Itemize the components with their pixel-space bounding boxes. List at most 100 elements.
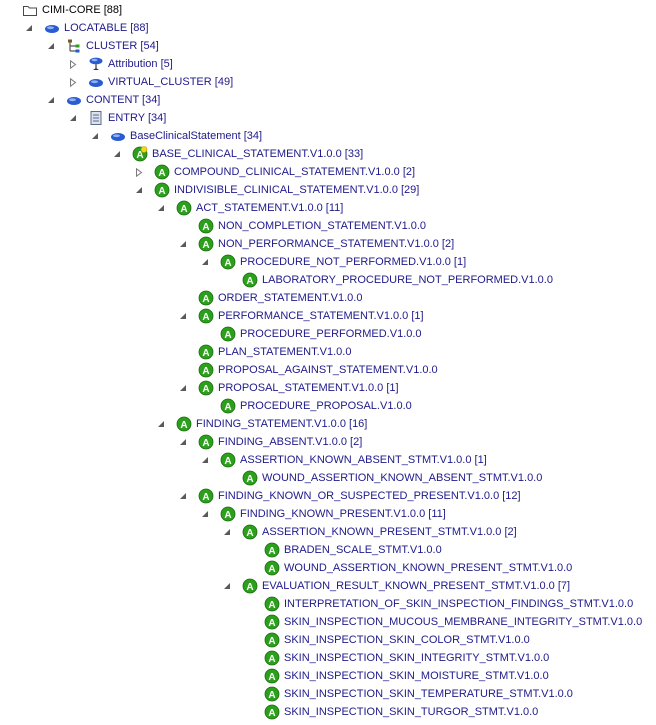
tree-item-label[interactable]: FINDING_STATEMENT.V1.0.0 [16]: [196, 418, 368, 430]
tree-item-label[interactable]: Attribution [5]: [108, 58, 173, 70]
collapse-toggle-icon[interactable]: [178, 379, 188, 397]
tree-item-label[interactable]: INTERPRETATION_OF_SKIN_INSPECTION_FINDIN…: [284, 598, 634, 610]
collapse-toggle-icon[interactable]: [156, 415, 166, 433]
tree-item-label[interactable]: PROCEDURE_PROPOSAL.V1.0.0: [240, 400, 412, 412]
tree-item-label[interactable]: FINDING_KNOWN_PRESENT.V1.0.0 [11]: [240, 508, 446, 520]
tree-item-label[interactable]: SKIN_INSPECTION_SKIN_COLOR_STMT.V1.0.0: [284, 634, 530, 646]
tree-item-label[interactable]: PERFORMANCE_STATEMENT.V1.0.0 [1]: [218, 310, 424, 322]
collapse-toggle-icon[interactable]: [90, 127, 100, 145]
tree-item-label[interactable]: WOUND_ASSERTION_KNOWN_ABSENT_STMT.V1.0.0: [262, 472, 543, 484]
expand-toggle-icon[interactable]: [68, 55, 78, 73]
tree-item-label[interactable]: WOUND_ASSERTION_KNOWN_PRESENT_STMT.V1.0.…: [284, 562, 573, 574]
tree-item-label[interactable]: INDIVISIBLE_CLINICAL_STATEMENT.V1.0.0 [2…: [174, 184, 420, 196]
tree-item-label[interactable]: BRADEN_SCALE_STMT.V1.0.0: [284, 544, 442, 556]
tree-item-label[interactable]: SKIN_INSPECTION_SKIN_TEMPERATURE_STMT.V1…: [284, 688, 573, 700]
tree-item-label[interactable]: BASE_CLINICAL_STATEMENT.V1.0.0 [33]: [152, 148, 364, 160]
tree-item-attribution[interactable]: Attribution [5]: [0, 55, 656, 73]
tree-item-entry[interactable]: ENTRY [34]: [0, 109, 656, 127]
tree-item-label[interactable]: CLUSTER [54]: [86, 40, 159, 52]
collapse-toggle-icon[interactable]: [112, 145, 122, 163]
collapse-toggle-icon[interactable]: [178, 235, 188, 253]
tree-item-label[interactable]: LABORATORY_PROCEDURE_NOT_PERFORMED.V1.0.…: [262, 274, 553, 286]
collapse-toggle-icon[interactable]: [24, 19, 34, 37]
tree-item-content[interactable]: CONTENT [34]: [0, 91, 656, 109]
tree-item-label[interactable]: PLAN_STATEMENT.V1.0.0: [218, 346, 352, 358]
tree-item-label[interactable]: PROPOSAL_AGAINST_STATEMENT.V1.0.0: [218, 364, 438, 376]
tree-item-label[interactable]: NON_COMPLETION_STATEMENT.V1.0.0: [218, 220, 427, 232]
expand-toggle-icon[interactable]: [68, 73, 78, 91]
collapse-toggle-icon[interactable]: [134, 181, 144, 199]
tree-item-label[interactable]: FINDING_KNOWN_OR_SUSPECTED_PRESENT.V1.0.…: [218, 490, 521, 502]
tree-item-label[interactable]: VIRTUAL_CLUSTER [49]: [108, 76, 234, 88]
tree-item-label[interactable]: PROCEDURE_PERFORMED.V1.0.0: [240, 328, 422, 340]
tree-item-label[interactable]: EVALUATION_RESULT_KNOWN_PRESENT_STMT.V1.…: [262, 580, 571, 592]
tree-item-cluster[interactable]: CLUSTER [54]: [0, 37, 656, 55]
collapse-toggle-icon[interactable]: [178, 487, 188, 505]
collapse-toggle-icon[interactable]: [46, 37, 56, 55]
tree-item-virtual-cluster[interactable]: VIRTUAL_CLUSTER [49]: [0, 73, 656, 91]
tree-item-label[interactable]: ASSERTION_KNOWN_ABSENT_STMT.V1.0.0 [1]: [240, 454, 487, 466]
tree-item-label[interactable]: SKIN_INSPECTION_SKIN_TURGOR_STMT.V1.0.0: [284, 706, 539, 718]
collapse-toggle-icon[interactable]: [200, 451, 210, 469]
tree-item-baseclinicalstatement[interactable]: BaseClinicalStatement [34]: [0, 127, 656, 145]
tree-item-label[interactable]: ORDER_STATEMENT.V1.0.0: [218, 292, 363, 304]
tree-item-label[interactable]: BaseClinicalStatement [34]: [130, 130, 263, 142]
tree-item-label[interactable]: PROPOSAL_STATEMENT.V1.0.0 [1]: [218, 382, 399, 394]
tree-item-label[interactable]: NON_PERFORMANCE_STATEMENT.V1.0.0 [2]: [218, 238, 455, 250]
expand-toggle-icon[interactable]: [134, 163, 144, 181]
tree-item-label[interactable]: ASSERTION_KNOWN_PRESENT_STMT.V1.0.0 [2]: [262, 526, 517, 538]
tree-item-label[interactable]: SKIN_INSPECTION_SKIN_INTEGRITY_STMT.V1.0…: [284, 652, 550, 664]
collapse-toggle-icon[interactable]: [68, 109, 78, 127]
collapse-toggle-icon[interactable]: [222, 577, 232, 595]
collapse-toggle-icon[interactable]: [178, 433, 188, 451]
tree-item-label[interactable]: LOCATABLE [88]: [64, 22, 149, 34]
tree-item-label[interactable]: COMPOUND_CLINICAL_STATEMENT.V1.0.0 [2]: [174, 166, 416, 178]
tree-item-cimi-core[interactable]: CIMI-CORE [88]: [0, 1, 656, 19]
tree-item-label[interactable]: SKIN_INSPECTION_SKIN_MOISTURE_STMT.V1.0.…: [284, 670, 549, 682]
tree-item-label[interactable]: ENTRY [34]: [108, 112, 167, 124]
tree-item-label[interactable]: CONTENT [34]: [86, 94, 161, 106]
tree-item-label[interactable]: PROCEDURE_NOT_PERFORMED.V1.0.0 [1]: [240, 256, 467, 268]
collapse-toggle-icon[interactable]: [46, 91, 56, 109]
tree-item-label[interactable]: FINDING_ABSENT.V1.0.0 [2]: [218, 436, 363, 448]
collapse-toggle-icon[interactable]: [222, 523, 232, 541]
tree-item-label[interactable]: ACT_STATEMENT.V1.0.0 [11]: [196, 202, 344, 214]
collapse-toggle-icon[interactable]: [178, 307, 188, 325]
tree-item-label[interactable]: CIMI-CORE [88]: [42, 4, 123, 16]
collapse-toggle-icon[interactable]: [200, 253, 210, 271]
tree-item-locatable[interactable]: LOCATABLE [88]: [0, 19, 656, 37]
tree-item-label[interactable]: SKIN_INSPECTION_MUCOUS_MEMBRANE_INTEGRIT…: [284, 616, 643, 628]
collapse-toggle-icon[interactable]: [156, 199, 166, 217]
